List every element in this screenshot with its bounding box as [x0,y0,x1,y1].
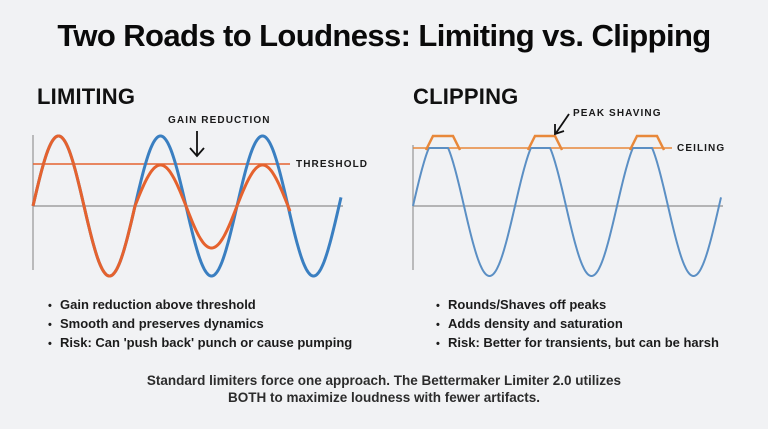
limiting-bullets: Gain reduction above threshold Smooth an… [48,295,352,352]
down-arrow-icon [189,131,205,158]
gain-reduction-label: GAIN REDUCTION [168,115,271,126]
diagonal-arrow-icon [554,113,570,136]
clipping-wave [412,147,722,277]
limiting-heading: LIMITING [37,84,136,109]
list-item: Risk: Better for transients, but can be … [436,333,719,352]
footer-line-2: BOTH to maximize loudness with fewer art… [227,390,541,405]
limiting-output-wave [31,134,292,278]
list-item: Adds density and saturation [436,314,719,333]
clipping-heading: CLIPPING [413,84,519,109]
footer-note: Standard limiters force one approach. Th… [0,372,768,406]
peak-shaving-label: PEAK SHAVING [573,108,662,119]
list-item: Rounds/Shaves off peaks [436,295,719,314]
threshold-label: THRESHOLD [296,159,368,170]
footer-line-1: Standard limiters force one approach. Th… [146,373,622,388]
clipped-peaks [424,134,666,151]
limiting-diagram: GAIN REDUCTION THRESHOLD [31,115,368,278]
ceiling-label: CEILING [677,143,725,154]
clipping-diagram: PEAK SHAVING CEILING [412,108,725,277]
list-item: Risk: Can 'push back' punch or cause pum… [48,333,352,352]
page-title: Two Roads to Loudness: Limiting vs. Clip… [57,18,711,53]
list-item: Gain reduction above threshold [48,295,352,314]
clipping-bullets: Rounds/Shaves off peaks Adds density and… [436,295,719,352]
list-item: Smooth and preserves dynamics [48,314,352,333]
